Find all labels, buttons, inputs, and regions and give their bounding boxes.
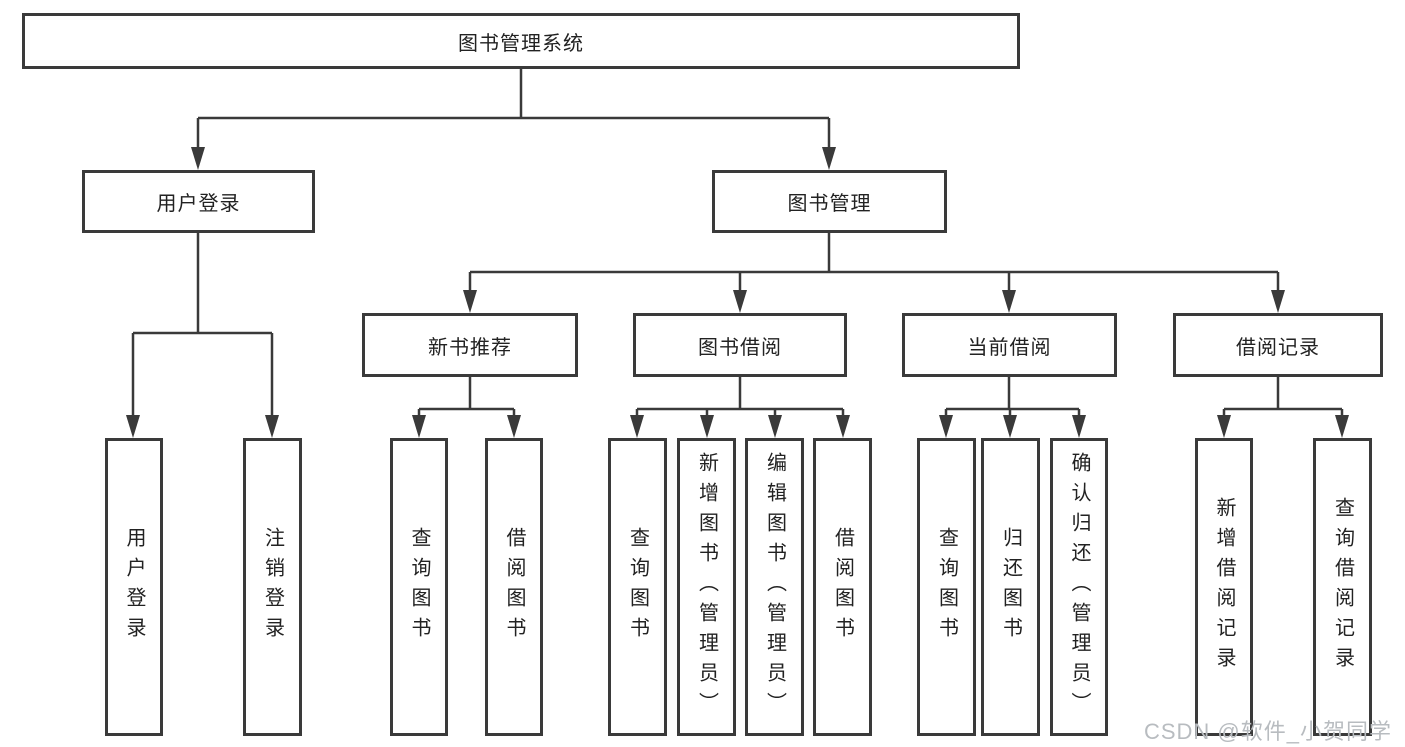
leaf-bb-borrow-book-label: 借阅图书 bbox=[831, 527, 854, 647]
leaf-cb-return-book: 归还图书 bbox=[981, 438, 1040, 736]
leaf-nb-query-book: 查询图书 bbox=[390, 438, 448, 736]
leaf-nb-borrow-book: 借阅图书 bbox=[485, 438, 543, 736]
node-root-label: 图书管理系统 bbox=[458, 32, 584, 55]
node-borrow-records: 借阅记录 bbox=[1173, 313, 1383, 377]
node-book-borrow: 图书借阅 bbox=[633, 313, 847, 377]
leaf-logout: 注销登录 bbox=[243, 438, 302, 736]
leaf-cb-confirm-return-admin: 确认归还（管理员） bbox=[1050, 438, 1108, 736]
leaf-br-query-record-label: 查询借阅记录 bbox=[1331, 497, 1354, 677]
leaf-user-login: 用户登录 bbox=[105, 438, 163, 736]
leaf-logout-label: 注销登录 bbox=[261, 527, 284, 647]
leaf-bb-edit-book-admin: 编辑图书（管理员） bbox=[745, 438, 804, 736]
leaf-bb-query-book: 查询图书 bbox=[608, 438, 667, 736]
node-root: 图书管理系统 bbox=[22, 13, 1020, 69]
leaf-bb-query-book-label: 查询图书 bbox=[626, 527, 649, 647]
leaf-cb-confirm-return-admin-label: 确认归还（管理员） bbox=[1068, 452, 1090, 722]
leaf-br-query-record: 查询借阅记录 bbox=[1313, 438, 1372, 736]
node-borrow-records-label: 借阅记录 bbox=[1236, 336, 1320, 359]
node-book-management-label: 图书管理 bbox=[787, 193, 872, 215]
node-current-borrow: 当前借阅 bbox=[902, 313, 1117, 377]
node-book-borrow-label: 图书借阅 bbox=[698, 336, 782, 359]
leaf-nb-query-book-label: 查询图书 bbox=[408, 527, 430, 647]
leaf-bb-add-book-admin: 新增图书（管理员） bbox=[677, 438, 736, 736]
leaf-cb-return-book-label: 归还图书 bbox=[999, 527, 1022, 647]
leaf-cb-query-book: 查询图书 bbox=[917, 438, 976, 736]
leaf-cb-query-book-label: 查询图书 bbox=[935, 527, 958, 647]
leaf-bb-borrow-book: 借阅图书 bbox=[813, 438, 872, 736]
leaf-br-add-record: 新增借阅记录 bbox=[1195, 438, 1253, 736]
node-user-login-label: 用户登录 bbox=[156, 193, 241, 215]
node-book-management: 图书管理 bbox=[712, 170, 947, 233]
leaf-user-login-label: 用户登录 bbox=[123, 527, 145, 647]
leaf-br-add-record-label: 新增借阅记录 bbox=[1213, 497, 1235, 677]
leaf-bb-add-book-admin-label: 新增图书（管理员） bbox=[695, 452, 718, 722]
node-user-login: 用户登录 bbox=[82, 170, 315, 233]
node-new-book-recommend-label: 新书推荐 bbox=[428, 336, 512, 359]
node-current-borrow-label: 当前借阅 bbox=[967, 336, 1052, 359]
leaf-nb-borrow-book-label: 借阅图书 bbox=[503, 527, 525, 647]
leaf-bb-edit-book-admin-label: 编辑图书（管理员） bbox=[763, 452, 786, 722]
node-new-book-recommend: 新书推荐 bbox=[362, 313, 578, 377]
csdn-watermark: CSDN @软件_小贺同学 bbox=[1143, 719, 1392, 744]
